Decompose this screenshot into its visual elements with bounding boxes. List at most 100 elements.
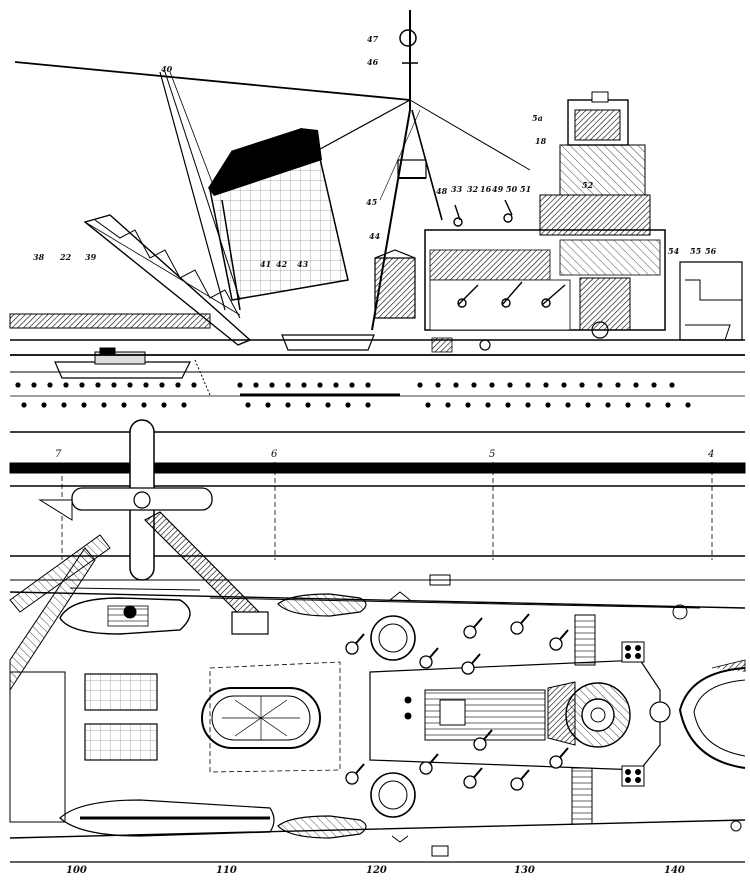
motor-launch xyxy=(54,347,191,379)
callout-18: 18 xyxy=(535,136,547,146)
porthole xyxy=(31,382,37,388)
porthole xyxy=(685,402,691,408)
funnel xyxy=(208,127,349,311)
boats-plan xyxy=(59,593,367,839)
aa-gun-mount xyxy=(463,617,483,639)
porthole xyxy=(245,402,251,408)
aa-gun-mount xyxy=(549,629,569,651)
porthole xyxy=(141,402,147,408)
porthole xyxy=(191,382,197,388)
porthole xyxy=(111,382,117,388)
callout-5a: 5a xyxy=(532,113,543,123)
porthole xyxy=(121,402,127,408)
aa-gun-mount xyxy=(473,729,493,751)
porthole xyxy=(333,382,339,388)
porthole xyxy=(79,382,85,388)
frame-130: 130 xyxy=(514,865,535,876)
callout-43: 43 xyxy=(297,259,309,269)
callout-51: 51 xyxy=(520,184,532,194)
porthole xyxy=(143,382,149,388)
callout-47: 47 xyxy=(367,34,379,44)
ready-use-lockers xyxy=(621,641,645,787)
porthole xyxy=(545,402,551,408)
porthole xyxy=(159,382,165,388)
porthole xyxy=(265,402,271,408)
porthole xyxy=(285,382,291,388)
callout-39: 39 xyxy=(85,252,97,262)
porthole xyxy=(345,402,351,408)
callout-42: 42 xyxy=(276,259,288,269)
whaleboat xyxy=(281,334,375,351)
funnel-plan xyxy=(201,687,321,749)
rigging-wires xyxy=(14,61,531,311)
porthole xyxy=(47,382,53,388)
porthole xyxy=(81,402,87,408)
porthole xyxy=(543,382,549,388)
porthole xyxy=(507,382,513,388)
callout-33: 33 xyxy=(451,184,463,194)
porthole xyxy=(301,382,307,388)
porthole xyxy=(615,382,621,388)
frame-120: 120 xyxy=(366,865,387,876)
callout-54: 54 xyxy=(668,246,680,256)
callout-50: 50 xyxy=(506,184,518,194)
porthole xyxy=(101,402,107,408)
aa-gun-mount xyxy=(345,763,365,785)
porthole xyxy=(175,382,181,388)
porthole xyxy=(445,402,451,408)
aa-gun-mount xyxy=(419,753,439,775)
porthole xyxy=(585,402,591,408)
crane-plan xyxy=(144,511,269,635)
porthole xyxy=(633,382,639,388)
porthole xyxy=(285,402,291,408)
porthole xyxy=(465,402,471,408)
porthole xyxy=(579,382,585,388)
porthole xyxy=(605,402,611,408)
porthole xyxy=(305,402,311,408)
porthole xyxy=(597,382,603,388)
callout-48: 48 xyxy=(436,186,448,196)
forward-turret-plan xyxy=(678,659,746,769)
porthole xyxy=(269,382,275,388)
callout-41: 41 xyxy=(260,259,272,269)
plan-view xyxy=(9,511,746,863)
aa-gun-mount xyxy=(461,653,481,675)
callout-22: 22 xyxy=(60,252,72,262)
porthole xyxy=(561,382,567,388)
porthole xyxy=(365,382,371,388)
aa-gun-mount xyxy=(345,633,365,655)
bridge-superstructure xyxy=(424,91,666,353)
frame-140: 140 xyxy=(664,865,685,876)
aircraft-deck xyxy=(9,534,201,823)
callout-55: 55 xyxy=(690,246,702,256)
aa-guns-plan xyxy=(345,613,569,791)
porthole xyxy=(253,382,259,388)
callout-56: 56 xyxy=(705,246,717,256)
porthole xyxy=(489,382,495,388)
porthole xyxy=(317,382,323,388)
aa-gun-mount xyxy=(510,613,530,635)
porthole xyxy=(15,382,21,388)
porthole xyxy=(61,402,67,408)
porthole xyxy=(645,402,651,408)
bridge-deck-plan xyxy=(369,614,671,825)
aa-guns-side xyxy=(453,199,566,308)
stern-structure xyxy=(679,261,743,341)
callout-40: 40 xyxy=(161,64,173,74)
section-mark-4: 4 xyxy=(708,449,715,460)
hull-side xyxy=(9,313,745,397)
porthole xyxy=(453,382,459,388)
porthole xyxy=(425,402,431,408)
porthole xyxy=(525,382,531,388)
porthole xyxy=(417,382,423,388)
porthole xyxy=(21,402,27,408)
porthole xyxy=(651,382,657,388)
porthole xyxy=(669,382,675,388)
aa-gun-mount xyxy=(419,647,439,669)
porthole xyxy=(625,402,631,408)
porthole xyxy=(325,402,331,408)
callout-49: 49 xyxy=(492,184,504,194)
porthole xyxy=(181,402,187,408)
aa-gun-mount xyxy=(549,747,569,769)
hull-portholes xyxy=(15,382,691,408)
